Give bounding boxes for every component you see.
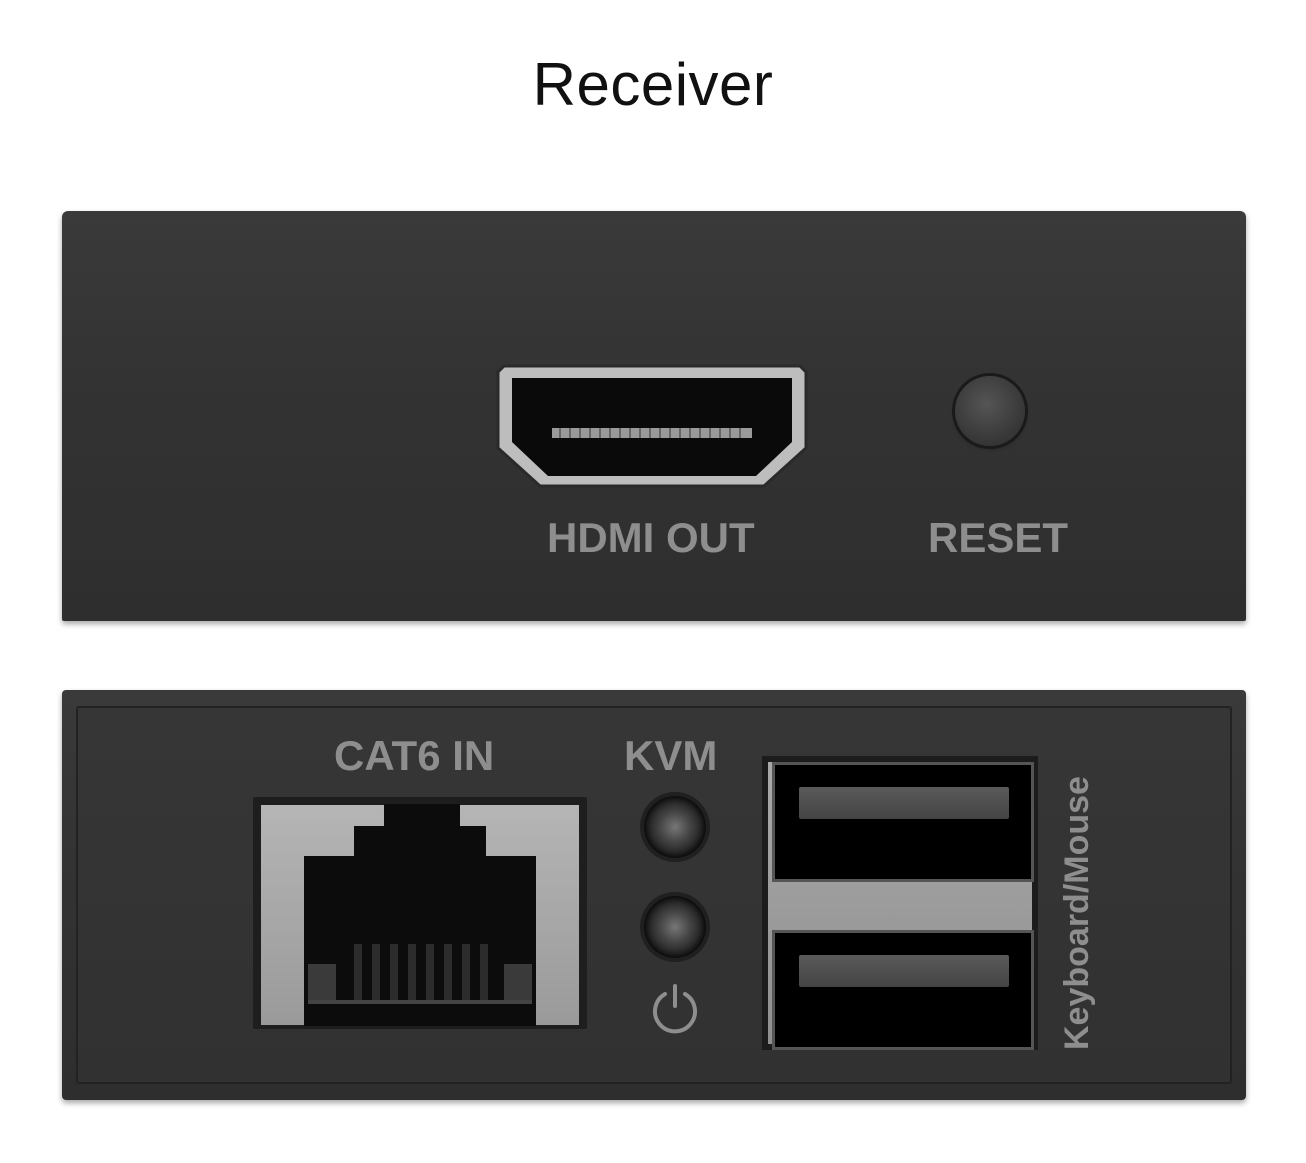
usb-port-icon — [799, 955, 1009, 987]
usb-port-icon — [799, 787, 1009, 819]
kvm-label: KVM — [624, 732, 718, 779]
usb-port-top[interactable] — [772, 762, 1034, 882]
receiver-rear-panel — [62, 690, 1246, 1100]
kvm-led-indicator — [644, 796, 706, 858]
cat6-in-label: CAT6 IN — [334, 732, 495, 779]
hdmi-out-label: HDMI OUT — [547, 514, 755, 561]
usb-port-bottom[interactable] — [772, 930, 1034, 1050]
reset-button[interactable] — [955, 376, 1025, 446]
usb-ports-block — [762, 756, 1038, 1050]
rj45-port-icon — [304, 804, 536, 1026]
power-icon — [653, 984, 697, 1034]
page-title: Receiver — [532, 51, 774, 118]
hdmi-port-icon — [496, 364, 808, 488]
power-led-indicator — [644, 896, 706, 958]
reset-label: RESET — [928, 514, 1069, 561]
keyboard-mouse-label: Keyboard/Mouse — [1058, 776, 1096, 1050]
